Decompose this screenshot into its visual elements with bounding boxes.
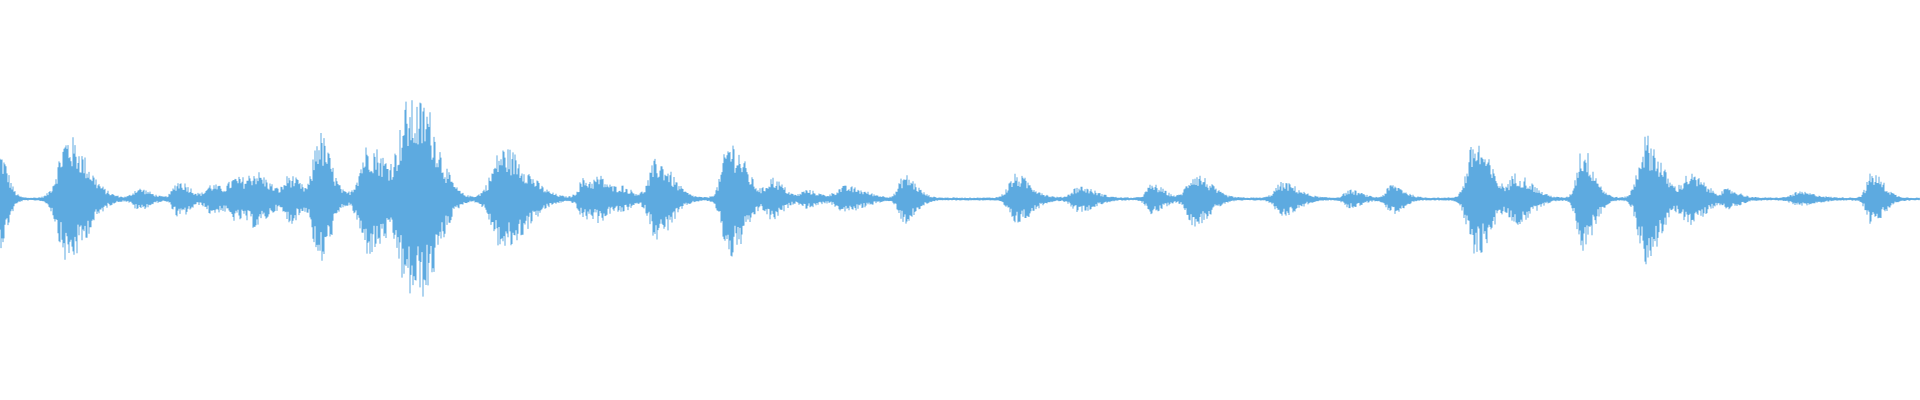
waveform-signal [0,100,1920,297]
